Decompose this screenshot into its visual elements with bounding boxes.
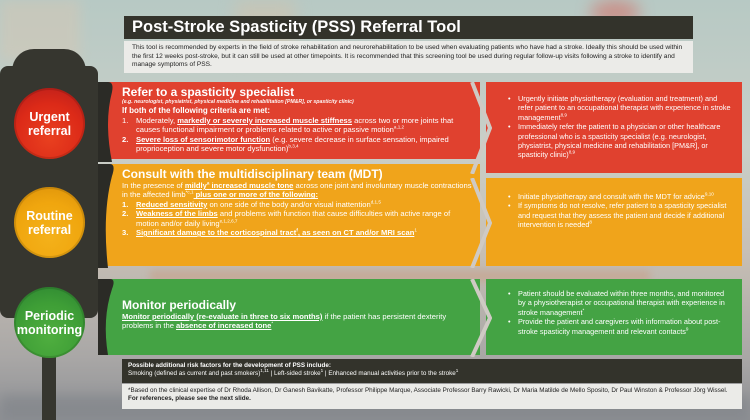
urgent-actions-panel: Urgently initiate physiotherapy (evaluat… — [486, 82, 742, 173]
routine-heading: Consult with the multidisciplinary team … — [122, 167, 383, 181]
risk-factors-box: Possible additional risk factors for the… — [122, 359, 742, 383]
page-title: Post-Stroke Spasticity (PSS) Referral To… — [124, 16, 693, 39]
action-item: If symptoms do not resolve, refer patien… — [508, 201, 732, 229]
routine-actions-panel: Initiate physiotherapy and consult with … — [486, 178, 742, 266]
periodic-heading: Monitor periodically — [122, 298, 237, 312]
periodic-actions-panel: Patient should be evaluated within three… — [486, 279, 742, 355]
action-item: Provide the patient and caregivers with … — [508, 317, 732, 336]
action-item: Urgently initiate physiotherapy (evaluat… — [508, 94, 732, 122]
intro-text: This tool is recommended by experts in t… — [124, 41, 693, 73]
criteria-item: 2. Weakness of the limbs and problems wi… — [122, 209, 451, 228]
periodic-text: Monitor periodically (re-evaluate in thr… — [122, 312, 447, 331]
row-tab-decoration — [98, 279, 114, 355]
urgent-criteria-list: 1. Moderately, markedly or severely incr… — [122, 116, 472, 154]
action-item: Patient should be evaluated within three… — [508, 289, 732, 317]
urgent-heading: Refer to a spasticity specialist — [122, 85, 295, 99]
chevron-right-icon — [470, 178, 492, 268]
criteria-item: 2. Severe loss of sensorimotor function … — [122, 134, 449, 154]
action-item: Initiate physiotherapy and consult with … — [508, 192, 732, 202]
routine-criteria-list: 1. Reduced sensitivity on one side of th… — [122, 199, 472, 238]
row-tab-decoration — [98, 164, 114, 268]
risk-factors-title: Possible additional risk factors for the… — [128, 362, 331, 369]
row-tab-decoration — [98, 82, 113, 162]
urgent-lead: If both of the following criteria are me… — [122, 106, 271, 115]
criteria-item: 3. Significant damage to the corticospin… — [122, 227, 417, 238]
routine-intro: In the presence of mildlya increased mus… — [122, 180, 472, 200]
urgent-subheading: (e.g. neurologist, physiatrist, physical… — [122, 99, 354, 105]
periodic-criteria-panel: Monitor periodically Monitor periodicall… — [104, 279, 480, 355]
footnote: *Based on the clinical expertise of Dr R… — [122, 384, 742, 409]
criteria-item: 1. Moderately, markedly or severely incr… — [122, 116, 454, 135]
urgent-criteria-panel: Refer to a spasticity specialist (e.g. n… — [104, 82, 480, 159]
chevron-right-icon — [470, 279, 492, 357]
chevron-right-icon — [470, 82, 492, 174]
risk-factors-list: Smoking (defined as current and past smo… — [128, 368, 459, 378]
criteria-item: 1. Reduced sensitivity on one side of th… — [122, 199, 381, 209]
action-item: Immediately refer the patient to a physi… — [508, 122, 732, 160]
traffic-light-hood — [12, 49, 86, 71]
routine-criteria-panel: Consult with the multidisciplinary team … — [104, 164, 480, 266]
